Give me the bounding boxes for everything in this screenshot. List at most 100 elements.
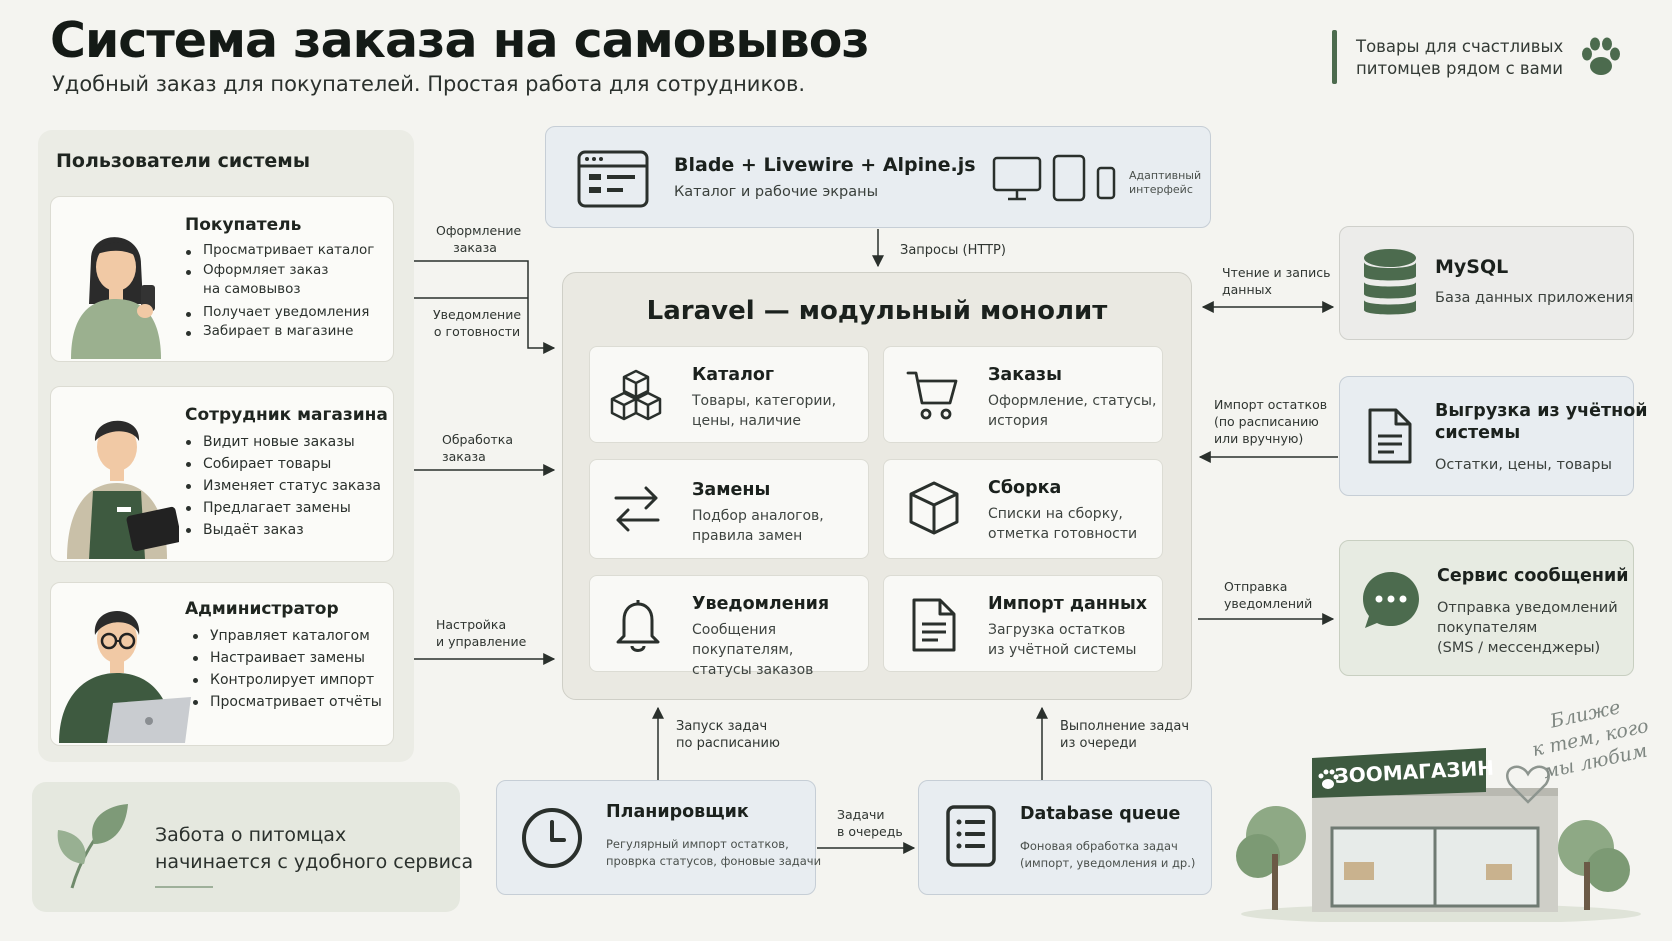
msg-label-2: уведомлений	[1224, 596, 1313, 611]
module-title: Каталог	[692, 365, 775, 385]
db-label: Чтение и запись данных	[1222, 264, 1330, 298]
db-label-1: Чтение и запись	[1222, 265, 1331, 280]
admin-card: Администратор Управляет каталогом Настра…	[50, 582, 394, 746]
care-box	[32, 782, 460, 912]
toqueue-label-1: Задачи	[837, 807, 885, 822]
module-import: Импорт данных Загрузка остатков из учётн…	[883, 575, 1163, 672]
order-label-2: заказа	[453, 240, 497, 255]
staff-list: Видит новые заказы Собирает товары Измен…	[181, 431, 381, 541]
sched-label: Запуск задач по расписанию	[676, 718, 780, 752]
page-title: Система заказа на самовывоз	[50, 12, 870, 69]
module-description: Оформление, статусы, история	[988, 391, 1156, 431]
admin-name: Администратор	[185, 599, 339, 619]
frontend-subtitle: Каталог и рабочие экраны	[674, 184, 879, 200]
module-description: Сообщения покупателям, статусы заказов	[692, 620, 868, 680]
module-description: Загрузка остатков из учётной системы	[988, 620, 1136, 660]
list-item: Собирает товары	[181, 453, 381, 475]
queue-line-2: (импорт, уведомления и др.)	[1020, 856, 1196, 870]
tagline-line-2: питомцев рядом с вами	[1356, 59, 1563, 78]
staff-name: Сотрудник магазина	[185, 405, 388, 425]
buyer-avatar-icon	[71, 237, 161, 359]
module-desc-line-2: история	[988, 413, 1048, 429]
devices-icon	[992, 154, 1116, 202]
admin-avatar-icon	[59, 611, 191, 743]
list-item: Настраивает замены	[188, 647, 382, 669]
process-label: Обработка заказа	[442, 431, 513, 465]
module-title: Уведомления	[692, 594, 830, 614]
scheduler-line-1: Регулярный импорт остатков,	[606, 837, 789, 851]
cart-icon	[906, 371, 958, 420]
notify-label-2: о готовности	[433, 324, 521, 339]
module-substitutions: Замены Подбор аналогов, правила замен	[589, 459, 869, 559]
module-desc-line-2: статусы заказов	[692, 662, 814, 678]
messages-line-1: Отправка уведомлений	[1437, 600, 1618, 616]
admin-label-1: Настройка	[436, 617, 507, 632]
scheduler-description: Регулярный импорт остатков, проврка стат…	[606, 836, 821, 870]
tagline-line-1: Товары для счастливых	[1356, 37, 1564, 56]
queue-label-2: из очереди	[1060, 736, 1137, 751]
list-item: Оформляет заказ	[181, 261, 374, 281]
import-label-3: или вручную)	[1214, 431, 1304, 446]
scheduler-box	[496, 780, 816, 895]
module-catalog: Каталог Товары, категории, цены, наличие	[589, 346, 869, 443]
queue-label: Выполнение задач из очереди	[1060, 718, 1189, 752]
module-desc-line-2: из учётной системы	[988, 642, 1137, 658]
queue-line-1: Фоновая обработка задач	[1020, 839, 1178, 853]
module-description: Подбор аналогов, правила замен	[692, 506, 824, 546]
process-label-2: заказа	[442, 449, 486, 464]
module-notifications: Уведомления Сообщения покупателям, стату…	[589, 575, 869, 678]
import-label: Импорт остатков (по расписанию или вручн…	[1214, 396, 1327, 447]
buyer-card: Покупатель Просматривает каталог Оформля…	[50, 196, 394, 362]
list-item-continuation: на самовывоз	[203, 281, 301, 297]
list-item: Управляет каталогом	[188, 625, 382, 647]
notify-label: Уведомление о готовности	[430, 306, 524, 340]
admin-list: Управляет каталогом Настраивает замены К…	[188, 625, 382, 713]
clock-icon	[522, 808, 582, 868]
list-item: Просматривает каталог	[181, 241, 374, 261]
paw-icon	[1318, 769, 1339, 789]
chat-bubble-icon	[1363, 572, 1419, 628]
buyer-name: Покупатель	[185, 215, 302, 235]
module-desc-line-1: Загрузка остатков	[988, 622, 1126, 638]
list-item: Контролирует импорт	[188, 669, 382, 691]
queue-label-1: Выполнение задач	[1060, 719, 1190, 734]
module-assembly: Сборка Списки на сборку, отметка готовно…	[883, 459, 1163, 559]
module-description: Товары, категории, цены, наличие	[692, 391, 836, 431]
tagline-bar	[1332, 30, 1337, 84]
list-item: Просматривает отчёты	[188, 691, 382, 713]
module-desc-line-2: отметка готовности	[988, 526, 1138, 542]
tagline: Товары для счастливых питомцев рядом с в…	[1356, 36, 1563, 80]
list-item: Предлагает замены	[181, 497, 381, 519]
mysql-box	[1339, 226, 1634, 340]
export-subtitle: Остатки, цены, товары	[1435, 457, 1612, 473]
frontend-box	[545, 126, 1211, 228]
cubes-icon	[610, 369, 662, 421]
bell-icon	[616, 600, 660, 652]
database-icon	[1364, 249, 1416, 315]
scheduler-line-2: проврка статусов, фоновые задачи	[606, 854, 822, 868]
leaf-icon	[57, 804, 128, 889]
order-label: Оформление заказа	[436, 222, 522, 256]
pet-shop-illustration	[1236, 748, 1641, 922]
page-subtitle: Удобный заказ для покупателей. Простая р…	[52, 72, 806, 96]
care-divider	[155, 886, 213, 888]
care-text: Забота о питомцах начинается с удобного …	[155, 822, 473, 876]
swap-icon	[614, 486, 660, 532]
module-desc-line-1: Товары, категории,	[692, 393, 837, 409]
sched-label-2: по расписанию	[676, 736, 780, 751]
order-label-1: Оформление	[436, 223, 522, 238]
list-item: Видит новые заказы	[181, 431, 381, 453]
mysql-title: MySQL	[1435, 256, 1509, 278]
list-item: Забирает в магазине	[181, 322, 374, 342]
process-label-1: Обработка	[442, 432, 513, 447]
staff-card: Сотрудник магазина Видит новые заказы Со…	[50, 386, 394, 562]
list-item: Изменяет статус заказа	[181, 475, 381, 497]
msg-label: Отправка уведомлений	[1224, 578, 1312, 612]
list-item: Выдаёт заказ	[181, 519, 381, 541]
document-icon	[1368, 408, 1412, 464]
messages-line-2: покупателям	[1437, 620, 1538, 636]
export-title-2: системы	[1435, 423, 1521, 443]
module-title: Сборка	[988, 478, 1062, 498]
module-title: Импорт данных	[988, 594, 1148, 614]
